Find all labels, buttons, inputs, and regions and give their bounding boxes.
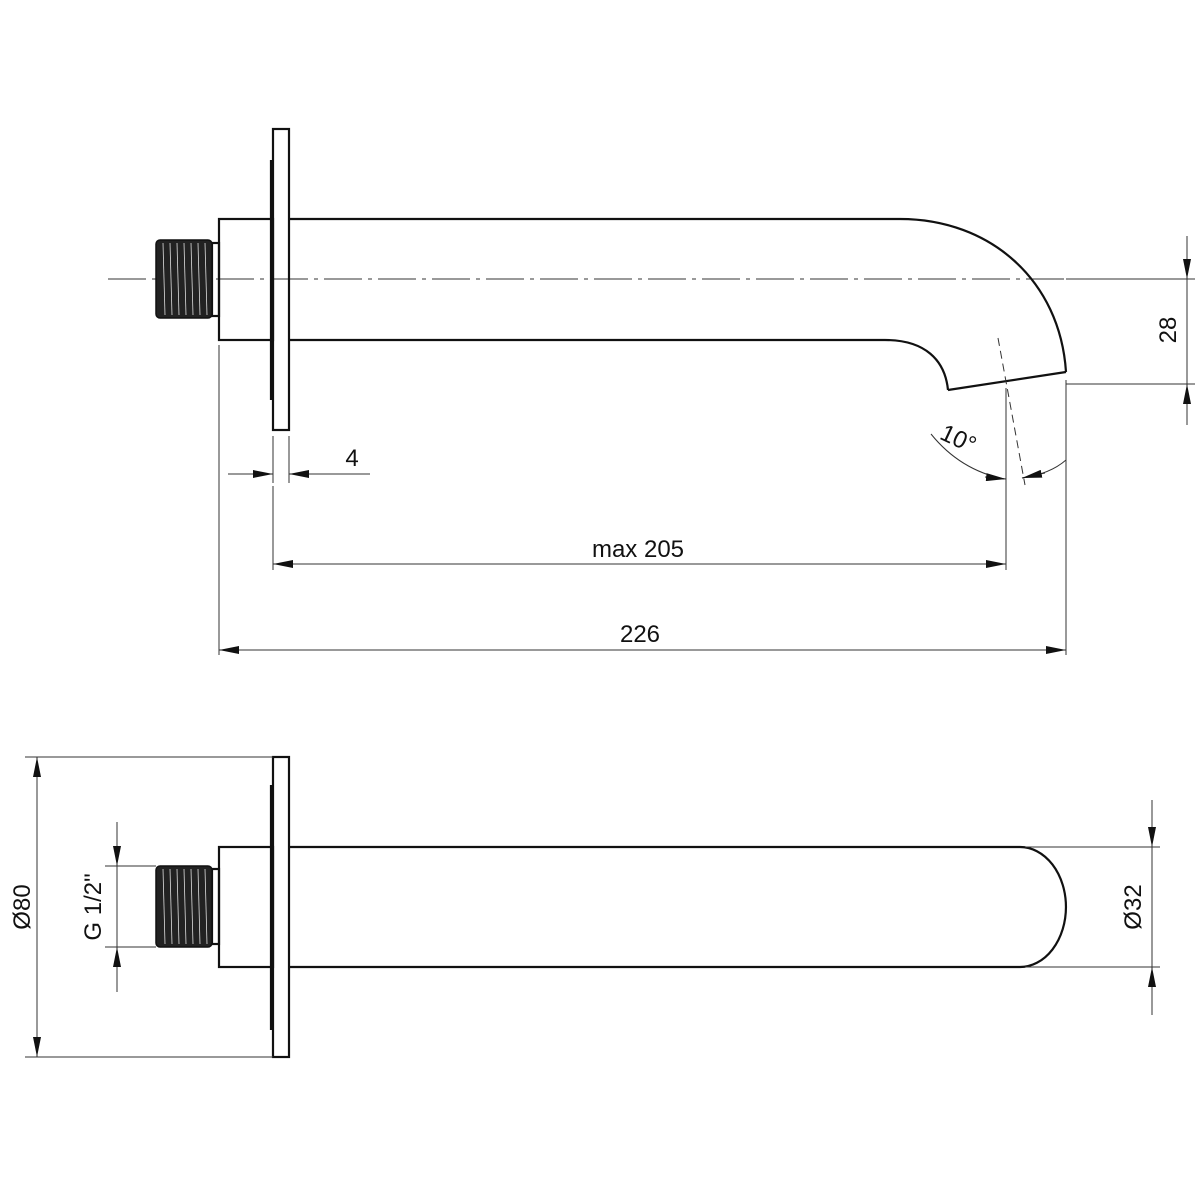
dimension-label: G 1/2" [80, 873, 107, 940]
dimension-diameter-32: Ø32 [1025, 800, 1160, 1015]
dimension-diameter-80: Ø80 [9, 756, 273, 1058]
dimension-28: 28 [1066, 236, 1195, 425]
spout-body [217, 845, 275, 969]
dimension-thread: G 1/2" [80, 822, 156, 992]
dimension-max-205: max 205 [272, 486, 1006, 570]
thread-connector [155, 865, 221, 948]
spout-pipe [289, 217, 1068, 392]
dimension-label: 28 [1155, 317, 1182, 344]
dimension-label: max 205 [592, 536, 684, 563]
spout-pipe [289, 845, 1068, 969]
dimension-226: 226 [218, 345, 1066, 655]
dimension-label: 226 [620, 621, 660, 648]
dimension-angle: 10° [930, 380, 1067, 655]
wall-flange [271, 755, 291, 1059]
dimension-4: 4 [228, 436, 370, 483]
dimension-label: Ø80 [9, 884, 36, 929]
dimension-label: 4 [345, 445, 358, 472]
side-view: 28 4 10° max 205 [108, 127, 1195, 655]
dimension-label: 10° [936, 419, 980, 459]
thread-connector [155, 239, 221, 319]
dimension-label: Ø32 [1120, 884, 1147, 929]
top-view: Ø80 G 1/2" Ø32 [9, 755, 1160, 1059]
